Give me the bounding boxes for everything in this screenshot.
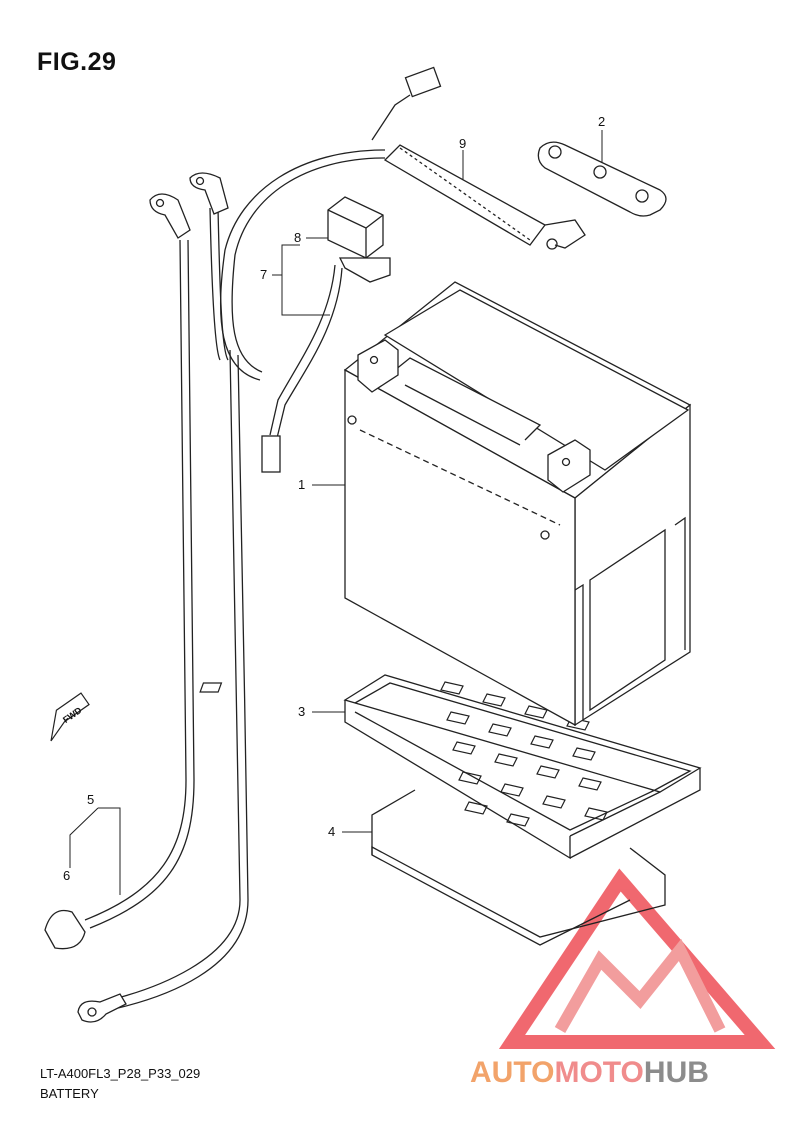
callout-labels: 1 2 3 4 5 6 7 8 9 [63,114,605,895]
tray-slot [488,723,512,737]
tray-slot [578,777,602,791]
battery [343,281,692,727]
brand-moto: MOTO [554,1056,643,1089]
tray-slot [446,711,470,725]
relay [327,196,391,283]
svg-text:AUTOMOTOHUB: AUTOMOTOHUB [470,1056,709,1089]
callout-8: 8 [294,230,301,245]
callout-9: 9 [459,136,466,151]
terminal-plate [537,141,667,217]
tray-slot [452,741,476,755]
watermark-logo [498,868,776,1049]
brand-hub: HUB [644,1056,709,1089]
tray-slot [506,813,530,827]
tray-slot [464,801,488,815]
tray-slot [530,735,554,749]
wiring-harness [84,149,386,1009]
tray-slot [542,795,566,809]
tray-slot [440,681,464,695]
figure-title: FIG.29 [37,48,117,76]
tray-slot [524,705,548,719]
callout-2: 2 [598,114,605,129]
tray-slots [440,681,608,827]
forward-direction-badge: FWD [50,692,90,742]
cable-terminals [44,172,229,1023]
tray-slot [494,753,518,767]
tray-slot [482,693,506,707]
fuse-holder [371,66,586,250]
figure-code: LT-A400FL3_P28_P33_029 [40,1066,201,1081]
tray-slot [584,807,608,821]
callout-3: 3 [298,704,305,719]
tray-slot [500,783,524,797]
watermark-brand-text: AUTOMOTOHUB [470,1056,709,1089]
tray-slot [536,765,560,779]
brand-auto: AUTO [470,1056,554,1089]
figure-name: BATTERY [40,1086,99,1101]
battery-pad [371,789,666,946]
tray-slot [572,747,596,761]
tray-slot [458,771,482,785]
callout-6: 6 [63,868,70,883]
callout-4: 4 [328,824,335,839]
callout-7: 7 [260,267,267,282]
callout-5: 5 [87,792,94,807]
callout-1: 1 [298,477,305,492]
battery-tray [199,674,702,860]
